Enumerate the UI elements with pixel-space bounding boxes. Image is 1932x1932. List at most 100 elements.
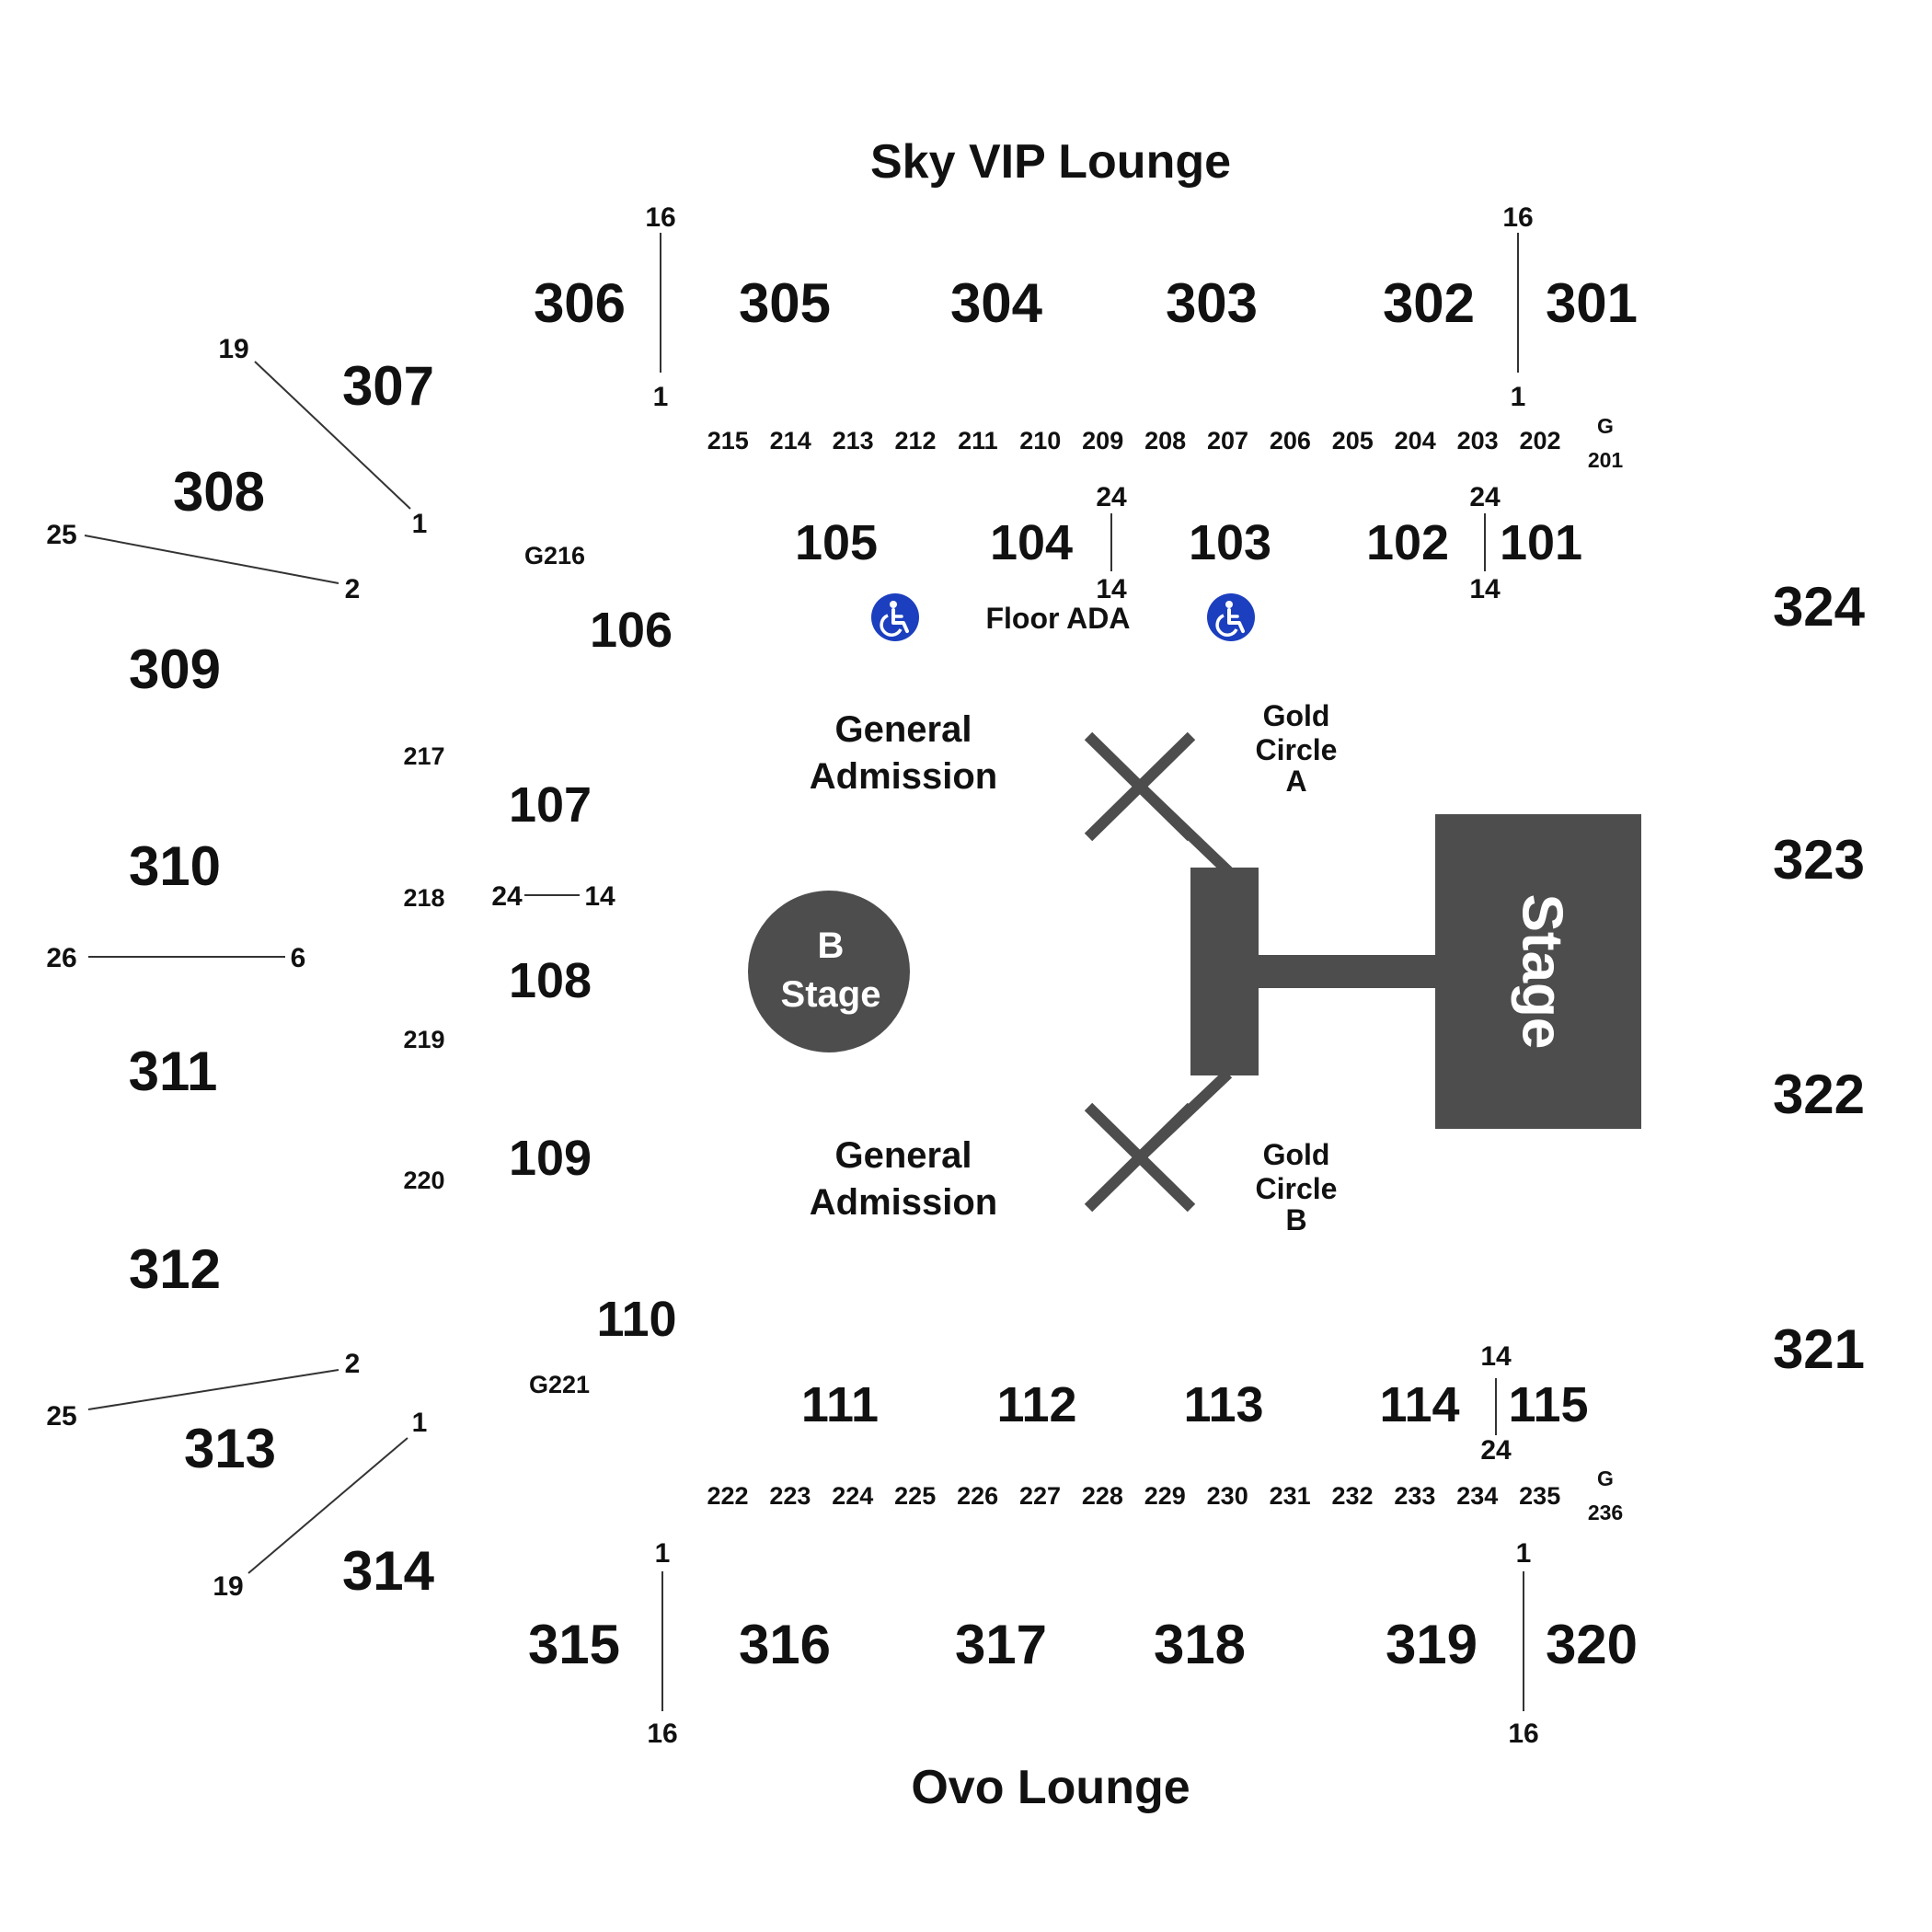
- general-admission-bottom-line2[interactable]: Admission: [810, 1182, 997, 1223]
- section-204[interactable]: 204: [1395, 427, 1436, 454]
- section-224[interactable]: 224: [832, 1482, 873, 1510]
- section-113[interactable]: 113: [1183, 1377, 1263, 1432]
- row-label: 2: [345, 574, 361, 604]
- section-110[interactable]: 110: [596, 1292, 676, 1347]
- section-225[interactable]: 225: [894, 1482, 936, 1510]
- section-314[interactable]: 314: [342, 1540, 435, 1602]
- section-230[interactable]: 230: [1207, 1482, 1248, 1510]
- section-101[interactable]: 101: [1500, 515, 1582, 570]
- section-201[interactable]: 201: [1588, 448, 1624, 472]
- row-label: 1: [1511, 382, 1526, 412]
- section-235[interactable]: 235: [1519, 1482, 1560, 1510]
- section-234[interactable]: 234: [1456, 1482, 1498, 1510]
- section-222[interactable]: 222: [707, 1482, 748, 1510]
- section-208[interactable]: 208: [1144, 427, 1186, 454]
- section-227[interactable]: 227: [1019, 1482, 1061, 1510]
- gold-circle-b-line2[interactable]: Circle: [1256, 1172, 1338, 1205]
- section-200-level-left: 217 218 219 220: [403, 742, 444, 1194]
- section-324[interactable]: 324: [1773, 576, 1866, 638]
- general-admission-top-line1[interactable]: General: [835, 709, 972, 750]
- section-228[interactable]: 228: [1082, 1482, 1123, 1510]
- row-label: 24: [1096, 482, 1127, 512]
- section-315[interactable]: 315: [528, 1614, 620, 1675]
- general-admission-top-line2[interactable]: Admission: [810, 756, 997, 797]
- section-g-top-label[interactable]: G: [1597, 414, 1614, 438]
- section-316[interactable]: 316: [739, 1614, 831, 1675]
- section-108[interactable]: 108: [509, 953, 592, 1008]
- section-207[interactable]: 207: [1207, 427, 1248, 454]
- section-104[interactable]: 104: [990, 515, 1073, 570]
- section-233[interactable]: 233: [1394, 1482, 1435, 1510]
- section-214[interactable]: 214: [770, 427, 811, 454]
- section-309[interactable]: 309: [129, 638, 221, 700]
- section-311[interactable]: 311: [129, 1041, 218, 1102]
- section-g-bottom-label[interactable]: G: [1597, 1466, 1614, 1490]
- gold-circle-a-line2[interactable]: Circle: [1256, 733, 1338, 766]
- section-304[interactable]: 304: [950, 272, 1043, 334]
- section-220[interactable]: 220: [403, 1167, 444, 1194]
- catwalk-bridge: [1257, 955, 1437, 988]
- row-label: 19: [213, 1571, 243, 1602]
- section-107[interactable]: 107: [509, 777, 592, 833]
- section-232[interactable]: 232: [1331, 1482, 1373, 1510]
- section-308[interactable]: 308: [173, 461, 265, 523]
- general-admission-bottom-line1[interactable]: General: [835, 1135, 972, 1176]
- gold-circle-a-line3[interactable]: A: [1285, 765, 1306, 798]
- gold-circle-b-line3[interactable]: B: [1285, 1203, 1306, 1236]
- section-301[interactable]: 301: [1546, 272, 1638, 334]
- section-111[interactable]: 111: [801, 1377, 879, 1432]
- section-102[interactable]: 102: [1366, 515, 1449, 570]
- section-g216[interactable]: G216: [524, 542, 585, 569]
- row-label: 2: [345, 1349, 361, 1379]
- floor-dividers: [1084, 731, 1233, 1213]
- section-312[interactable]: 312: [129, 1238, 221, 1300]
- section-203[interactable]: 203: [1457, 427, 1499, 454]
- section-103[interactable]: 103: [1189, 515, 1271, 570]
- section-319[interactable]: 319: [1386, 1614, 1478, 1675]
- section-229[interactable]: 229: [1144, 1482, 1186, 1510]
- section-236[interactable]: 236: [1588, 1501, 1623, 1524]
- section-212[interactable]: 212: [894, 427, 936, 454]
- gold-circle-a-line1[interactable]: Gold: [1263, 699, 1330, 732]
- section-210[interactable]: 210: [1019, 427, 1061, 454]
- section-211[interactable]: 211: [958, 427, 998, 454]
- section-313[interactable]: 313: [184, 1418, 276, 1479]
- section-307[interactable]: 307: [342, 355, 434, 417]
- section-206[interactable]: 206: [1270, 427, 1311, 454]
- section-209[interactable]: 209: [1082, 427, 1123, 454]
- section-114[interactable]: 114: [1379, 1377, 1459, 1432]
- wheelchair-icon: [871, 593, 919, 641]
- section-109[interactable]: 109: [509, 1131, 592, 1186]
- section-213[interactable]: 213: [833, 427, 874, 454]
- section-205[interactable]: 205: [1332, 427, 1374, 454]
- section-218[interactable]: 218: [403, 884, 444, 912]
- row-label: 24: [1469, 482, 1501, 512]
- section-217[interactable]: 217: [403, 742, 444, 770]
- section-318[interactable]: 318: [1154, 1614, 1246, 1675]
- section-306[interactable]: 306: [534, 272, 626, 334]
- section-215[interactable]: 215: [707, 427, 749, 454]
- row-label: 19: [218, 334, 248, 364]
- section-305[interactable]: 305: [739, 272, 831, 334]
- row-label: 14: [1469, 574, 1501, 604]
- section-322[interactable]: 322: [1773, 1064, 1865, 1125]
- section-323[interactable]: 323: [1773, 829, 1865, 891]
- section-320[interactable]: 320: [1546, 1614, 1638, 1675]
- section-310[interactable]: 310: [129, 835, 221, 897]
- section-321[interactable]: 321: [1773, 1318, 1865, 1380]
- section-115[interactable]: 115: [1508, 1377, 1588, 1432]
- section-105[interactable]: 105: [795, 515, 878, 570]
- section-226[interactable]: 226: [957, 1482, 998, 1510]
- section-302[interactable]: 302: [1383, 272, 1475, 334]
- section-219[interactable]: 219: [403, 1026, 444, 1053]
- section-202[interactable]: 202: [1519, 427, 1560, 454]
- section-231[interactable]: 231: [1270, 1482, 1311, 1510]
- section-303[interactable]: 303: [1166, 272, 1258, 334]
- row-label: 14: [584, 881, 615, 912]
- section-317[interactable]: 317: [955, 1614, 1047, 1675]
- section-g221[interactable]: G221: [529, 1371, 590, 1398]
- section-112[interactable]: 112: [996, 1377, 1076, 1432]
- gold-circle-b-line1[interactable]: Gold: [1263, 1138, 1330, 1171]
- section-106[interactable]: 106: [590, 603, 673, 658]
- section-223[interactable]: 223: [769, 1482, 811, 1510]
